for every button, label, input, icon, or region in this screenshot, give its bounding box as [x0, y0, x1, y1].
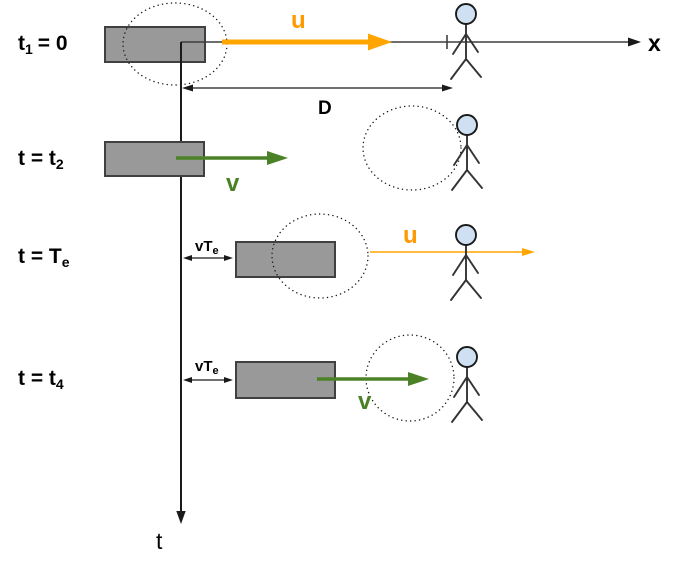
distance-label: D	[318, 98, 332, 119]
time-label-t1: t1= 0	[18, 32, 68, 57]
time-label-t2: t = t2	[18, 147, 64, 172]
observer-figure-t4	[451, 346, 483, 423]
dotted-circle-te	[271, 213, 369, 299]
train-rect-te	[235, 241, 336, 278]
time-label-t4: t = t4	[18, 367, 64, 392]
t-axis-label: t	[156, 528, 163, 554]
vte-label-te: vTe	[195, 238, 219, 257]
vte-label-t4: vTe	[195, 358, 219, 377]
t-axis-arrowhead	[176, 511, 186, 524]
u-label-te: u	[403, 222, 418, 249]
t-axis	[176, 42, 186, 524]
observer-figure-te	[450, 224, 482, 301]
vte-arrow-t4	[183, 377, 233, 383]
train-rect-t1	[104, 26, 206, 63]
x-axis-arrowhead	[628, 37, 641, 47]
v-label-t2: v	[226, 170, 240, 197]
observer-figure-t2	[451, 114, 483, 191]
distance-arrow	[182, 84, 453, 92]
x-axis-label: x	[648, 30, 661, 56]
dotted-circle-t4	[365, 334, 455, 422]
u-arrow-t1	[222, 33, 392, 51]
u-arrow-te	[370, 248, 535, 256]
u-label-t1: u	[291, 7, 306, 34]
v-arrow-t2	[176, 151, 288, 165]
time-label-te: t = Te	[18, 245, 70, 270]
dotted-circle-t2	[362, 105, 462, 191]
vte-arrow-te	[183, 255, 233, 261]
v-arrow-t4	[317, 372, 429, 386]
v-label-t4: v	[358, 388, 372, 415]
